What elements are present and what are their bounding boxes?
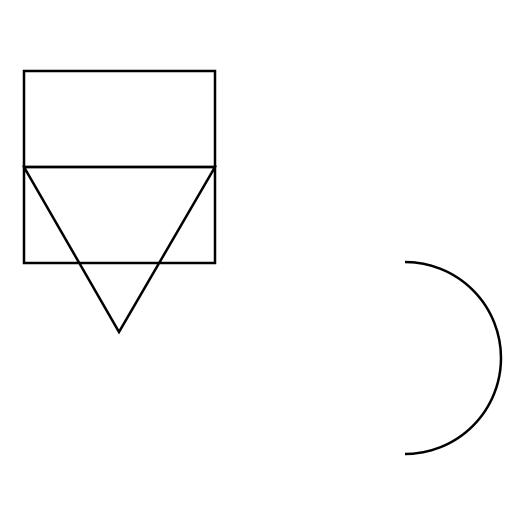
triangle-shape	[21, 165, 218, 335]
semicircle-arc-shape	[404, 260, 503, 456]
